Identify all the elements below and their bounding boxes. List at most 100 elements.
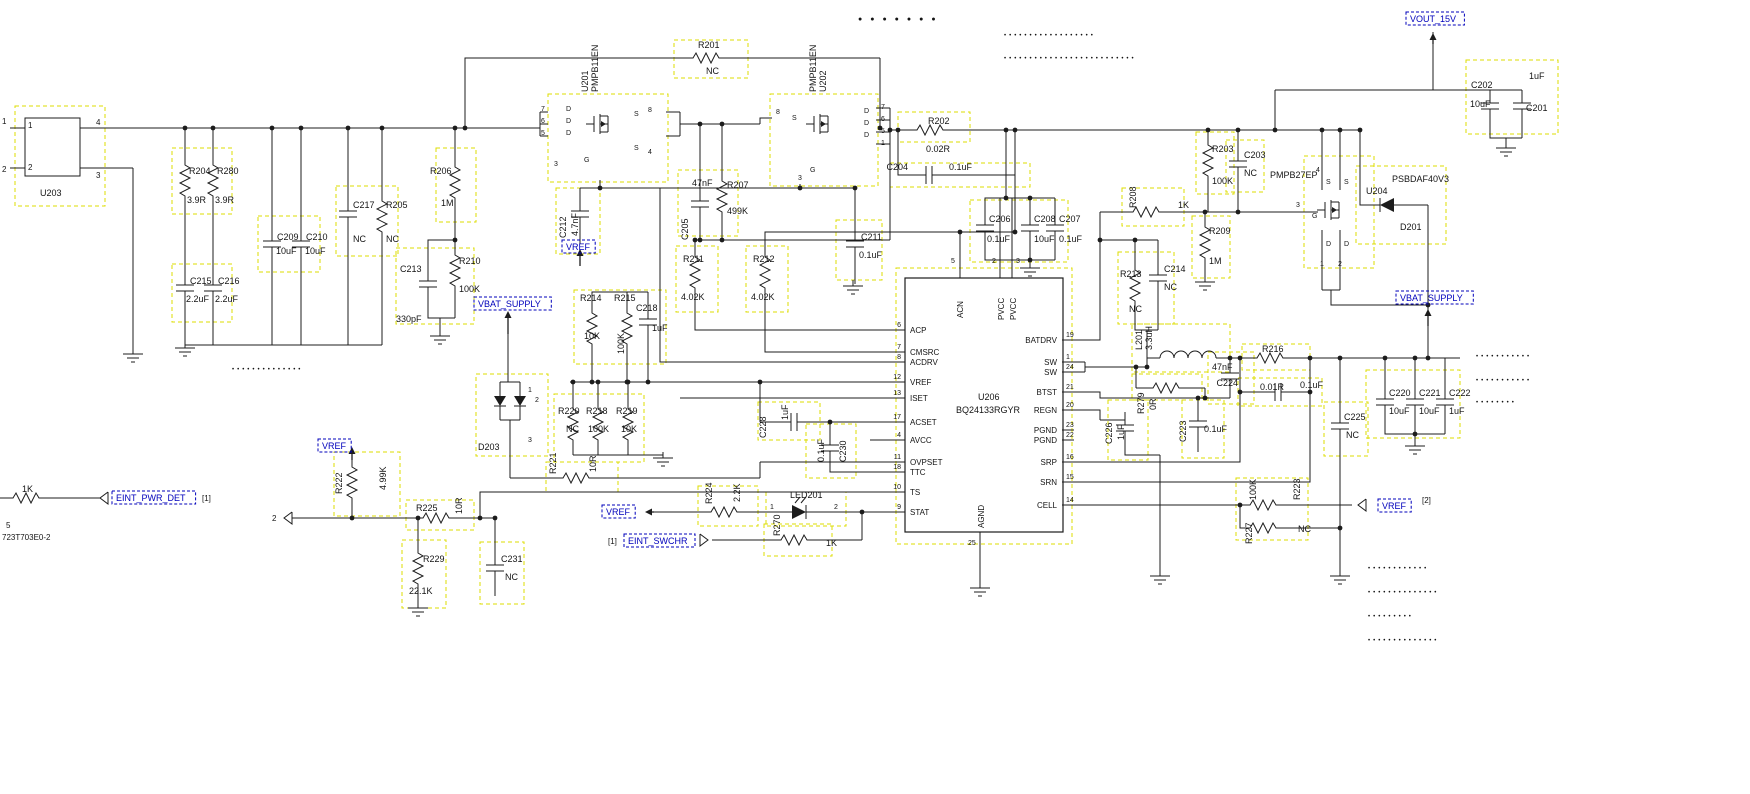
symbol-C231[interactable] — [486, 552, 504, 586]
symbol-D203b[interactable] — [514, 388, 526, 420]
symbol-R209[interactable] — [1198, 222, 1212, 266]
symbol-C204[interactable] — [913, 166, 947, 184]
net-vbat-left[interactable]: VBAT_SUPPLY — [478, 299, 541, 309]
symbol-C216[interactable] — [204, 272, 222, 306]
symbol-C220[interactable] — [1376, 386, 1394, 420]
symbol-R211[interactable] — [688, 252, 702, 296]
symbol-R214[interactable] — [585, 308, 599, 352]
net-vref-2[interactable]: VREF — [322, 441, 347, 451]
symbol-R229[interactable] — [411, 548, 425, 592]
symbol-C223[interactable] — [1189, 408, 1207, 442]
net-vref-right[interactable]: VREF — [1382, 501, 1407, 511]
symbol-R-edge[interactable] — [8, 491, 56, 505]
symbol-C213[interactable] — [419, 268, 437, 302]
net-vref-3[interactable]: VREF — [606, 507, 631, 517]
symbol-R203[interactable] — [1201, 140, 1215, 184]
q201-pin1: 1 — [1320, 261, 1324, 268]
symbol-R219[interactable] — [621, 404, 635, 448]
symbol-C217[interactable] — [339, 198, 357, 232]
symbol-D203a[interactable] — [494, 388, 506, 420]
u204-part: PSBDAF40V3 — [1392, 174, 1449, 184]
ground-symbol — [1405, 440, 1425, 455]
symbol-R207[interactable] — [715, 176, 729, 220]
symbol-R279[interactable] — [1148, 381, 1192, 395]
symbol-C209[interactable] — [263, 228, 281, 262]
net-label-box[interactable] — [623, 533, 696, 548]
c205-ref: C205 — [680, 218, 690, 240]
symbol-R221[interactable] — [558, 471, 606, 485]
symbol-R210[interactable] — [448, 250, 462, 294]
symbol-C228[interactable] — [778, 413, 812, 431]
net-label-box[interactable] — [317, 438, 352, 453]
net-eint-pwr-det[interactable]: EINT_PWR_DET — [116, 493, 186, 503]
junction-dot — [1237, 355, 1243, 361]
symbol-C208[interactable] — [1021, 212, 1039, 246]
c209-val: 10uF — [276, 246, 297, 256]
r221-ref: R221 — [548, 452, 558, 474]
net-vout[interactable]: VOUT_15V — [1410, 14, 1456, 24]
symbol-R222[interactable] — [345, 462, 359, 506]
net-label-box[interactable] — [111, 490, 197, 505]
connector-bracket — [99, 491, 109, 505]
component-outline-box — [1225, 139, 1265, 193]
u202-ref: U202 — [818, 70, 828, 92]
wire — [591, 291, 648, 308]
symbol-R202[interactable] — [912, 123, 960, 137]
symbol-R224[interactable] — [706, 505, 752, 519]
net-label-box[interactable] — [561, 239, 596, 254]
symbol-C212[interactable] — [571, 198, 589, 232]
junction-dot — [210, 125, 216, 131]
symbol-R270[interactable] — [776, 533, 822, 547]
symbol-R227[interactable] — [1245, 521, 1295, 535]
symbol-R213[interactable] — [1128, 265, 1142, 309]
symbol-LED201[interactable] — [786, 496, 828, 519]
component-outline-box — [835, 219, 883, 281]
symbol-C207[interactable] — [1046, 212, 1064, 246]
net-vbat-right[interactable]: VBAT_SUPPLY — [1400, 293, 1463, 303]
symbol-C227[interactable] — [1221, 360, 1239, 394]
net-vref-1[interactable]: VREF — [566, 242, 591, 252]
net-label-box[interactable] — [1405, 11, 1465, 26]
symbol-C222[interactable] — [1436, 386, 1454, 420]
net-label-box[interactable] — [1377, 498, 1412, 513]
symbol-R201[interactable] — [688, 51, 732, 65]
symbol-C206[interactable] — [976, 212, 994, 246]
symbol-C224[interactable] — [1262, 383, 1296, 401]
symbol-R225[interactable] — [418, 511, 464, 525]
u201-s1: S — [634, 111, 639, 118]
symbol-C226[interactable] — [1116, 412, 1134, 446]
net-label-box[interactable] — [601, 504, 636, 519]
symbol-C218[interactable] — [639, 306, 657, 340]
c226-ref: C226 — [1104, 422, 1114, 444]
symbol-D201[interactable] — [1378, 198, 1412, 212]
symbol-R208[interactable] — [1128, 205, 1172, 219]
net-eint-swchr[interactable]: EINT_SWCHR — [628, 536, 688, 546]
symbol-C203[interactable] — [1229, 148, 1247, 182]
symbol-C205[interactable] — [691, 188, 709, 222]
symbol-C202[interactable] — [1481, 90, 1499, 124]
symbol-C211[interactable] — [846, 228, 864, 262]
component-outline-box — [1131, 373, 1203, 401]
symbol-C221[interactable] — [1406, 386, 1424, 420]
symbol-R218[interactable] — [591, 404, 605, 448]
ic-U206-body[interactable] — [904, 277, 1064, 533]
symbol-R204[interactable] — [178, 160, 192, 204]
component-outline-box — [479, 541, 525, 605]
symbol-R212[interactable] — [758, 252, 772, 296]
symbol-R223[interactable] — [1245, 498, 1295, 512]
symbol-R215[interactable] — [620, 308, 634, 352]
symbol-C214[interactable] — [1149, 262, 1167, 296]
symbol-C201[interactable] — [1513, 90, 1531, 124]
ic-U203-body[interactable] — [24, 117, 81, 177]
symbol-R216[interactable] — [1252, 351, 1304, 365]
r220-ref: R220 — [558, 406, 580, 416]
symbol-R280[interactable] — [206, 160, 220, 204]
symbol-R220[interactable] — [566, 404, 580, 448]
symbol-C215[interactable] — [176, 272, 194, 306]
symbol-L201[interactable] — [1159, 350, 1217, 359]
symbol-C225[interactable] — [1331, 410, 1349, 444]
symbol-R205[interactable] — [375, 196, 389, 240]
symbol-C210[interactable] — [292, 228, 310, 262]
symbol-C230[interactable] — [821, 432, 839, 466]
symbol-R206[interactable] — [448, 162, 462, 206]
